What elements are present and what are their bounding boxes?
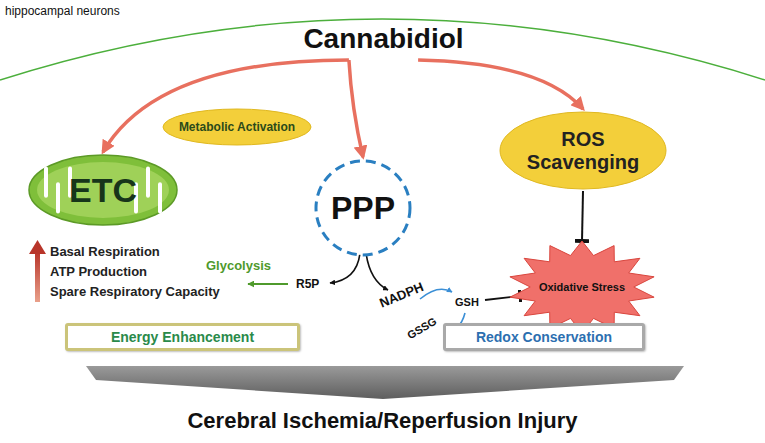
connector-arrow xyxy=(349,60,363,157)
cell-membrane-arc xyxy=(0,19,765,80)
ppp-split-left xyxy=(330,253,360,283)
activation-ellipse: Metabolic Activation xyxy=(162,108,312,146)
node-text: PPP xyxy=(331,190,395,227)
outcome-caption: Cerebral Ischemia/Reperfusion Injury xyxy=(0,408,765,434)
node-text: ETC xyxy=(69,171,137,210)
connector-arrow xyxy=(418,60,583,109)
node-label: Oxidative Stress xyxy=(539,281,625,293)
node-text: Metabolic Activation xyxy=(179,120,295,134)
node-label: ROS Scavenging xyxy=(524,128,642,174)
node-text: ROS Scavenging xyxy=(524,128,642,174)
connector-arrow xyxy=(103,60,349,152)
node-label: Metabolic Activation xyxy=(179,120,295,134)
increase-arrow xyxy=(29,240,46,302)
scavenging-ellipse: ROS Scavenging xyxy=(499,111,667,190)
node-text: Oxidative Stress xyxy=(539,281,625,293)
metabolite-label: R5P xyxy=(296,277,319,291)
node-text: Energy Enhancement xyxy=(111,329,254,345)
ppp-circle: PPP xyxy=(314,159,412,257)
effect-label: Spare Respiratory Capacity xyxy=(50,284,220,299)
metabolite-label: NADPH xyxy=(377,279,425,310)
ppp-split-right xyxy=(366,253,388,290)
region-label: hippocampal neurons xyxy=(5,4,120,18)
metabolite-label: GSH xyxy=(455,296,479,308)
node-label: Cannabidiol xyxy=(303,23,463,55)
node-text: Cannabidiol xyxy=(303,23,463,55)
glycolysis-arrow xyxy=(248,283,288,285)
connector-arrow xyxy=(582,191,583,241)
node-text: Redox Conservation xyxy=(476,329,612,345)
node-label: Energy Enhancement xyxy=(111,329,254,345)
mitochondrion-etc: ETC xyxy=(28,154,178,226)
node-label: PPP xyxy=(331,190,395,227)
outcome-box: Redox Conservation xyxy=(443,323,645,351)
pathway-label: Glycolysis xyxy=(206,258,271,273)
stress-star: Oxidative Stress xyxy=(507,240,657,334)
node-label: ETC xyxy=(69,171,137,210)
metabolite-label: GSSG xyxy=(405,315,439,341)
effect-label: ATP Production xyxy=(50,264,147,279)
compound-title: Cannabidiol xyxy=(297,19,470,59)
effect-label: Basal Respiration xyxy=(50,244,160,259)
outcome-box: Energy Enhancement xyxy=(65,323,300,351)
convergence-bar xyxy=(86,366,684,399)
node-label: Redox Conservation xyxy=(476,329,612,345)
